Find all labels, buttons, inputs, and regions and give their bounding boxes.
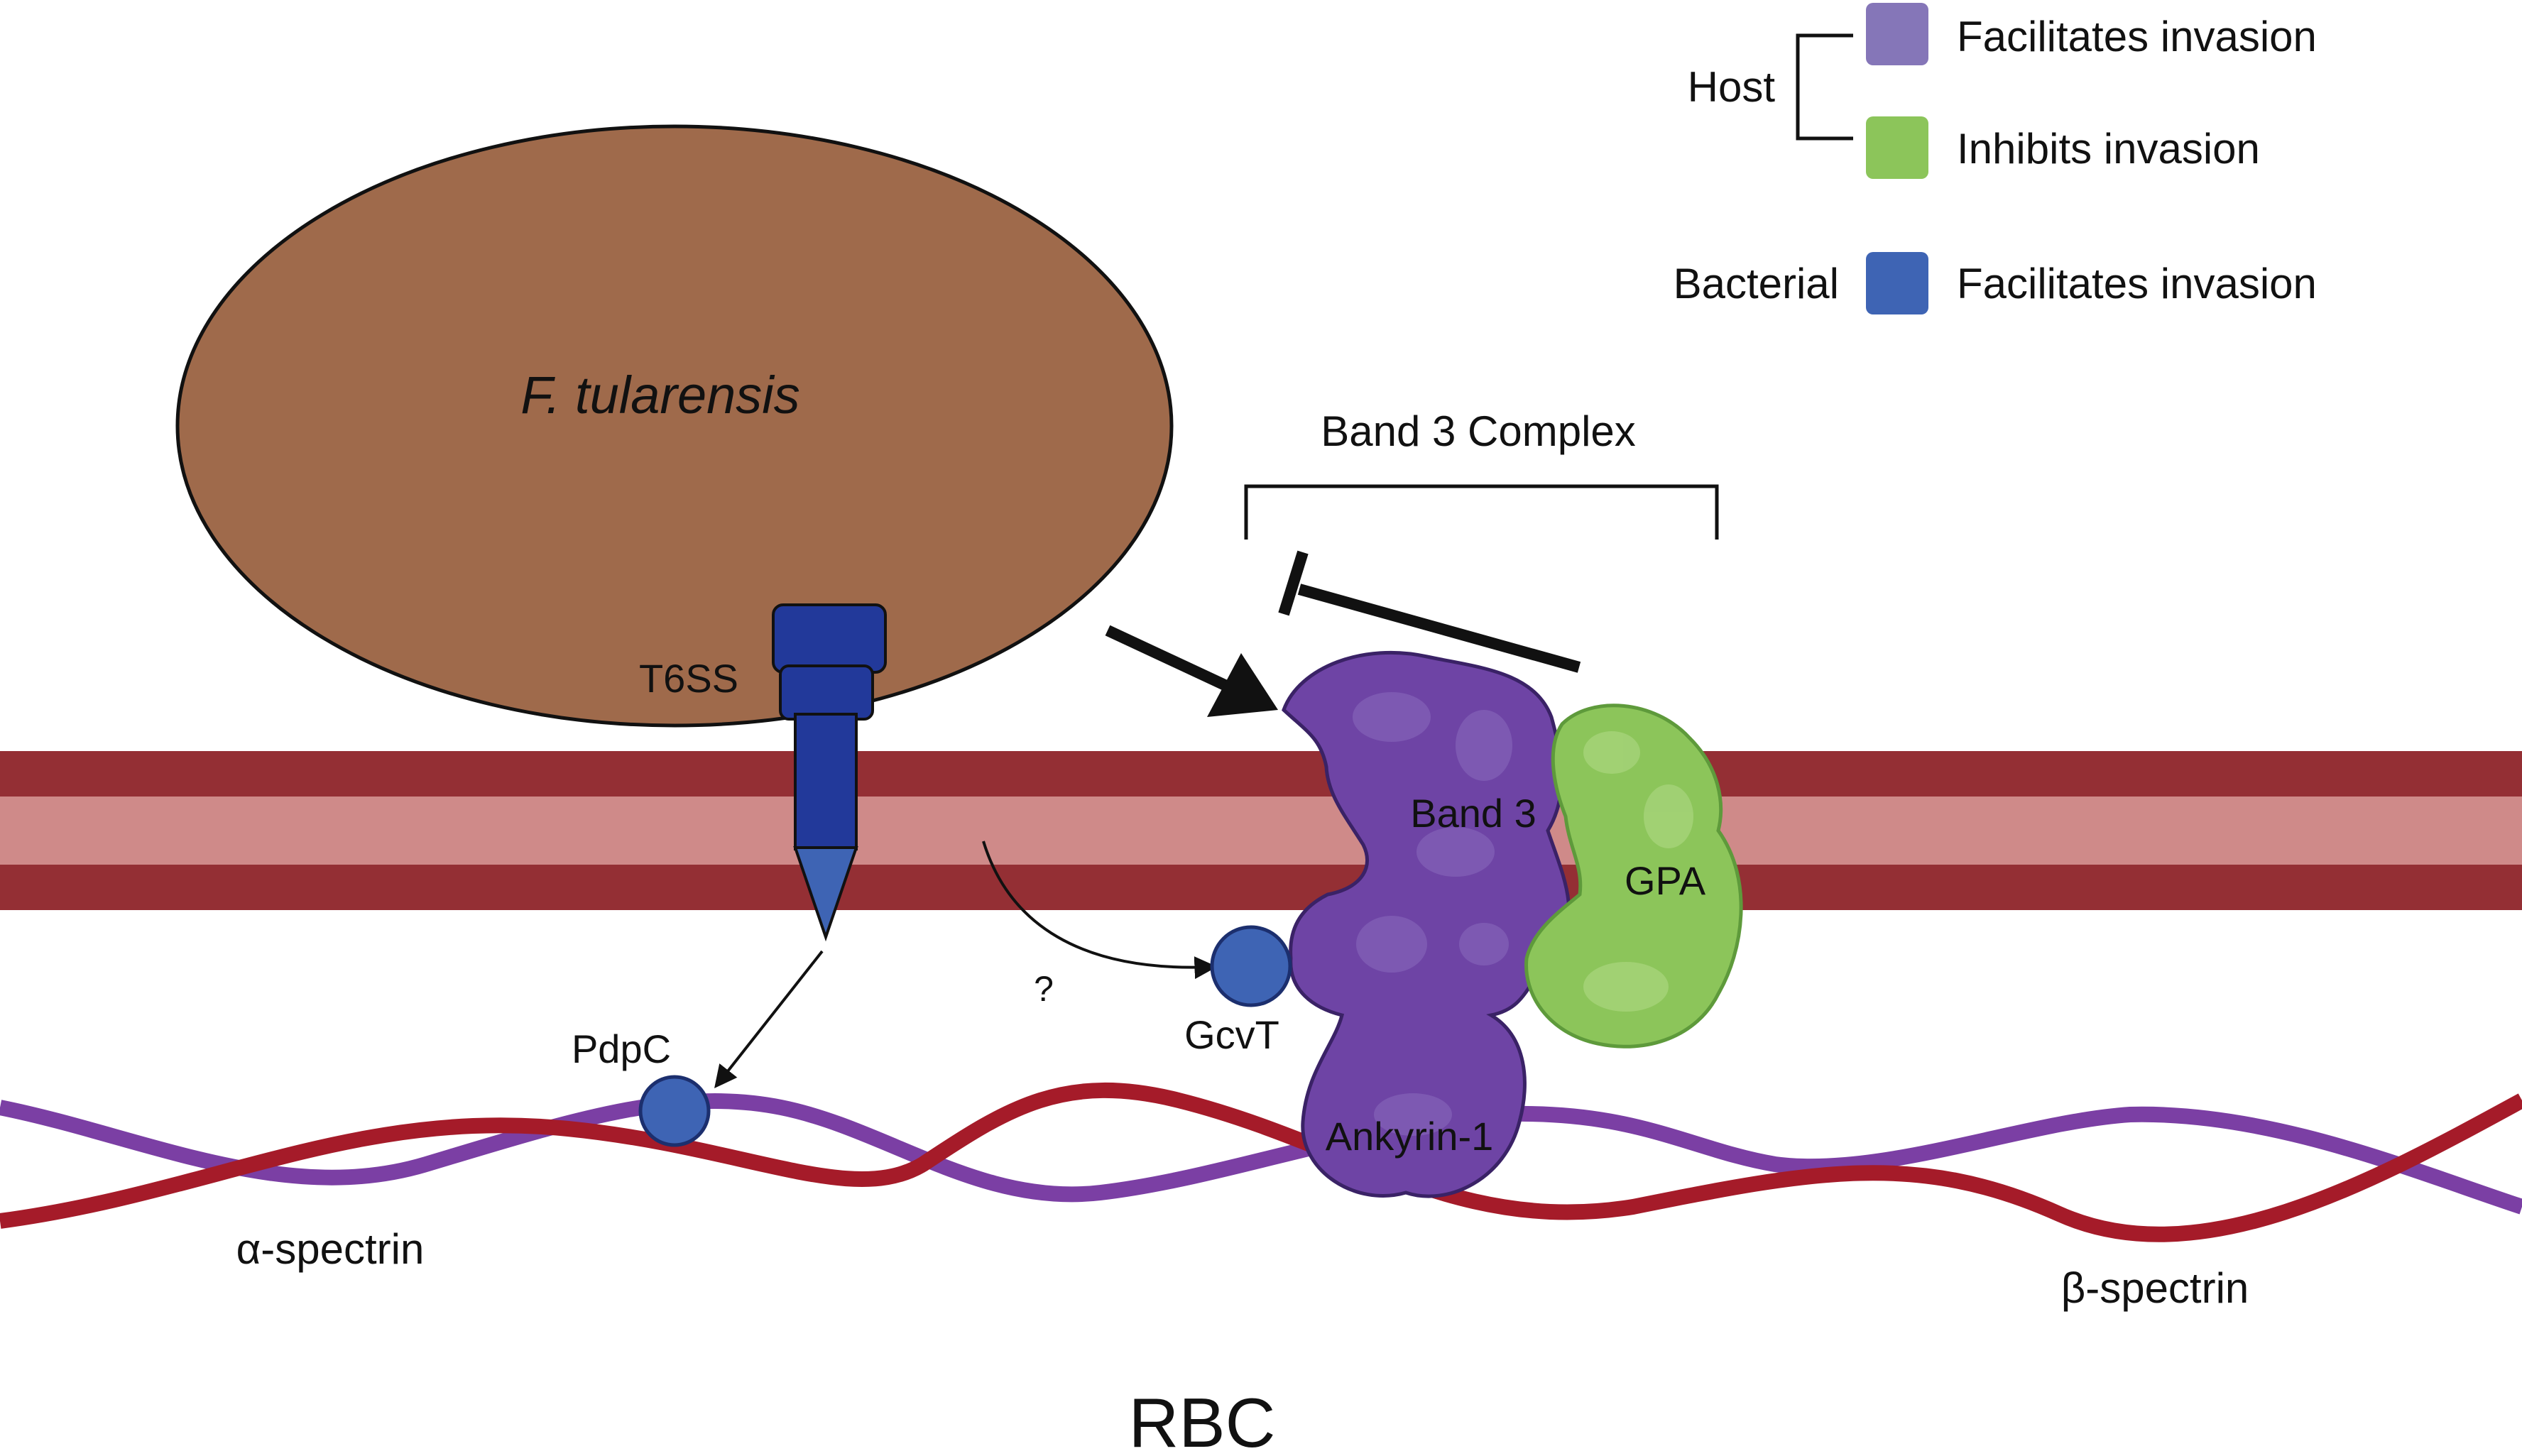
alpha-spectrin-strand — [0, 1093, 2522, 1215]
legend-item-inhibits-host: Inhibits invasion — [1957, 125, 2260, 173]
legend: Host Facilitates invasion Inhibits invas… — [1674, 3, 2317, 314]
inhibition-symbol — [1278, 550, 1581, 673]
bacterium-cell — [175, 124, 1174, 728]
legend-item-facilitates-bacterial: Facilitates invasion — [1957, 260, 2317, 307]
ankyrin-label: Ankyrin-1 — [1326, 1114, 1494, 1159]
legend-host-label: Host — [1688, 63, 1776, 111]
bacterium-label: F. tularensis — [520, 366, 800, 425]
t6ss-to-pdpc-arrow — [714, 950, 824, 1089]
legend-bacterial-label: Bacterial — [1674, 260, 1839, 307]
t6ss-label: T6SS — [639, 656, 738, 701]
question-label: ? — [1034, 969, 1054, 1009]
activation-arrow — [1105, 625, 1278, 717]
legend-swatch-inhibits-host — [1866, 116, 1928, 179]
band3-protein — [1282, 650, 1571, 1198]
pdpc-label: PdpC — [572, 1027, 671, 1071]
band3-label: Band 3 — [1410, 791, 1536, 836]
pdpc-protein — [638, 1075, 711, 1147]
complex-bracket — [1244, 484, 1719, 540]
gpa-texture — [1583, 731, 1693, 1012]
legend-item-facilitates-host: Facilitates invasion — [1957, 13, 2317, 60]
gpa-label: GPA — [1625, 858, 1706, 903]
gcvt-protein — [1210, 925, 1292, 1007]
legend-swatch-facilitates-host — [1866, 3, 1928, 65]
alpha-spectrin-label: α-spectrin — [236, 1225, 425, 1273]
beta-spectrin-strand — [0, 1082, 2522, 1242]
t6ss-apparatus — [772, 603, 887, 942]
beta-spectrin-label: β-spectrin — [2061, 1264, 2249, 1312]
legend-swatch-facilitates-bacterial — [1866, 252, 1928, 314]
rbc-label: RBC — [1129, 1384, 1276, 1456]
rbc-membrane — [0, 751, 2522, 910]
gcvt-label: GcvT — [1184, 1012, 1279, 1057]
band3-texture — [1353, 692, 1512, 1136]
complex-label: Band 3 Complex — [1321, 407, 1636, 455]
legend-host-bracket — [1796, 33, 1853, 141]
question-arrow — [982, 841, 1218, 980]
gpa-protein — [1524, 704, 1743, 1049]
